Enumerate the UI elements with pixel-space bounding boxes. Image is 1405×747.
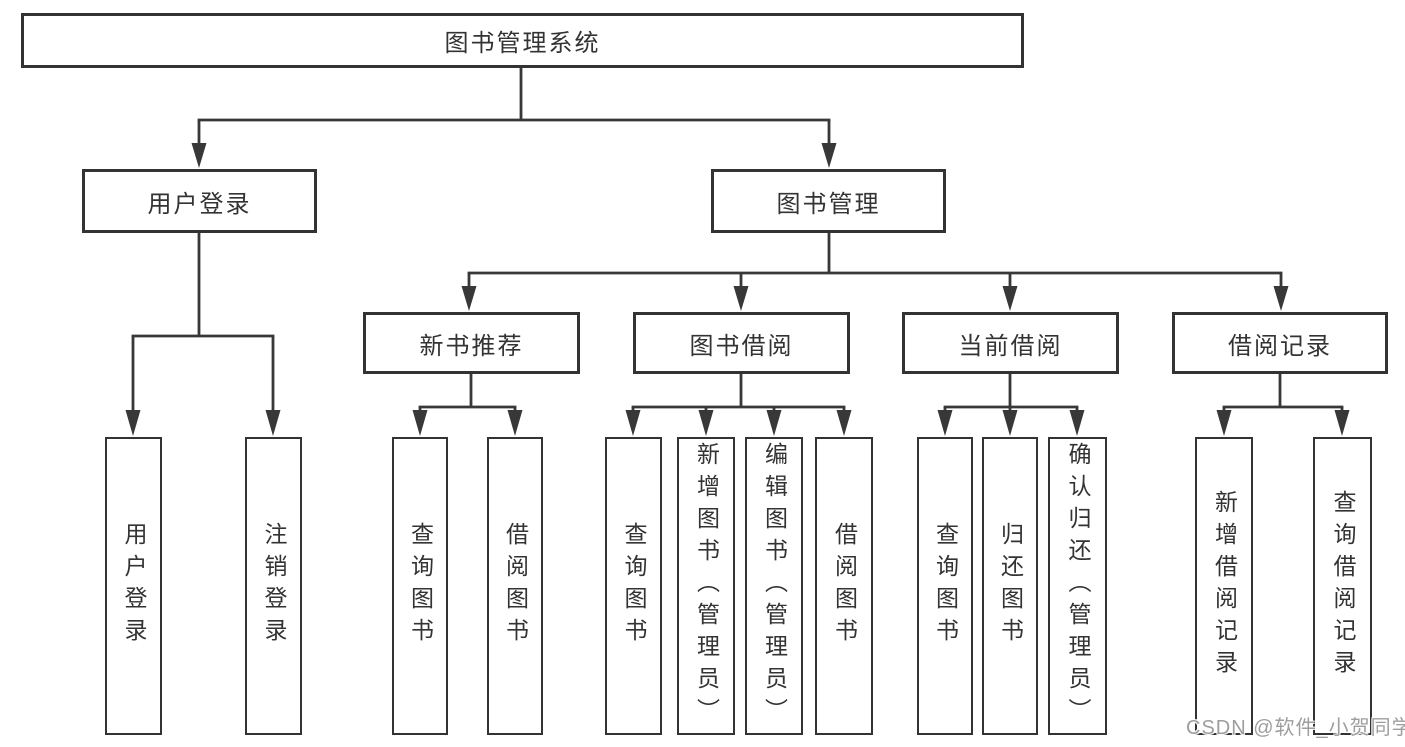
node-records-add-borrow-record: 新增借阅记录 [1195, 437, 1253, 735]
node-label: 用户登录 [147, 190, 252, 218]
node-label: 查询借阅记录 [1330, 490, 1356, 682]
node-book-borrowing: 图书借阅 [633, 312, 850, 374]
node-current-return-books: 归还图书 [982, 437, 1038, 735]
node-new-book-recommend: 新书推荐 [363, 312, 580, 374]
node-label: 图书借阅 [689, 332, 794, 360]
node-leaf-logout: 注销登录 [245, 437, 302, 735]
node-current-borrowing: 当前借阅 [902, 312, 1119, 374]
node-label: 新增借阅记录 [1211, 490, 1238, 682]
node-label: 新增图书（管理员） [693, 442, 720, 730]
node-book-management: 图书管理 [711, 169, 946, 233]
node-rec-query-books: 查询图书 [392, 437, 448, 735]
node-borrow-query-books: 查询图书 [605, 437, 662, 735]
node-label: 借阅图书 [502, 522, 529, 650]
node-leaf-user-login: 用户登录 [105, 437, 162, 735]
node-borrow-add-books-admin: 新增图书（管理员） [677, 437, 735, 735]
node-borrow-borrow-books: 借阅图书 [815, 437, 873, 735]
node-label: 图书管理 [776, 190, 881, 218]
node-label: 注销登录 [261, 522, 287, 650]
node-label: 新书推荐 [419, 332, 524, 360]
node-system-root: 图书管理系统 [21, 13, 1024, 68]
node-label: 归还图书 [997, 522, 1024, 650]
node-rec-borrow-books: 借阅图书 [487, 437, 543, 735]
node-label: 查询图书 [407, 522, 434, 650]
node-borrow-records: 借阅记录 [1172, 312, 1388, 374]
csdn-watermark: CSDN @软件_小贺同学 [1186, 717, 1405, 739]
node-label: 编辑图书（管理员） [761, 442, 788, 730]
node-label: 查询图书 [621, 522, 647, 650]
node-label: 借阅图书 [831, 522, 858, 650]
node-current-confirm-return-admin: 确认归还（管理员） [1048, 437, 1107, 735]
node-label: 借阅记录 [1228, 332, 1332, 360]
node-records-query-borrow-record: 查询借阅记录 [1313, 437, 1372, 735]
arrowheads [125, 143, 1350, 436]
node-label: 确认归还（管理员） [1065, 442, 1091, 730]
node-label: 图书管理系统 [444, 30, 601, 57]
node-label: 用户登录 [121, 522, 147, 650]
node-current-query-books: 查询图书 [917, 437, 973, 735]
node-label: 查询图书 [932, 522, 959, 650]
node-user-login: 用户登录 [82, 169, 317, 233]
node-label: 当前借阅 [958, 332, 1063, 360]
node-borrow-edit-books-admin: 编辑图书（管理员） [745, 437, 803, 735]
